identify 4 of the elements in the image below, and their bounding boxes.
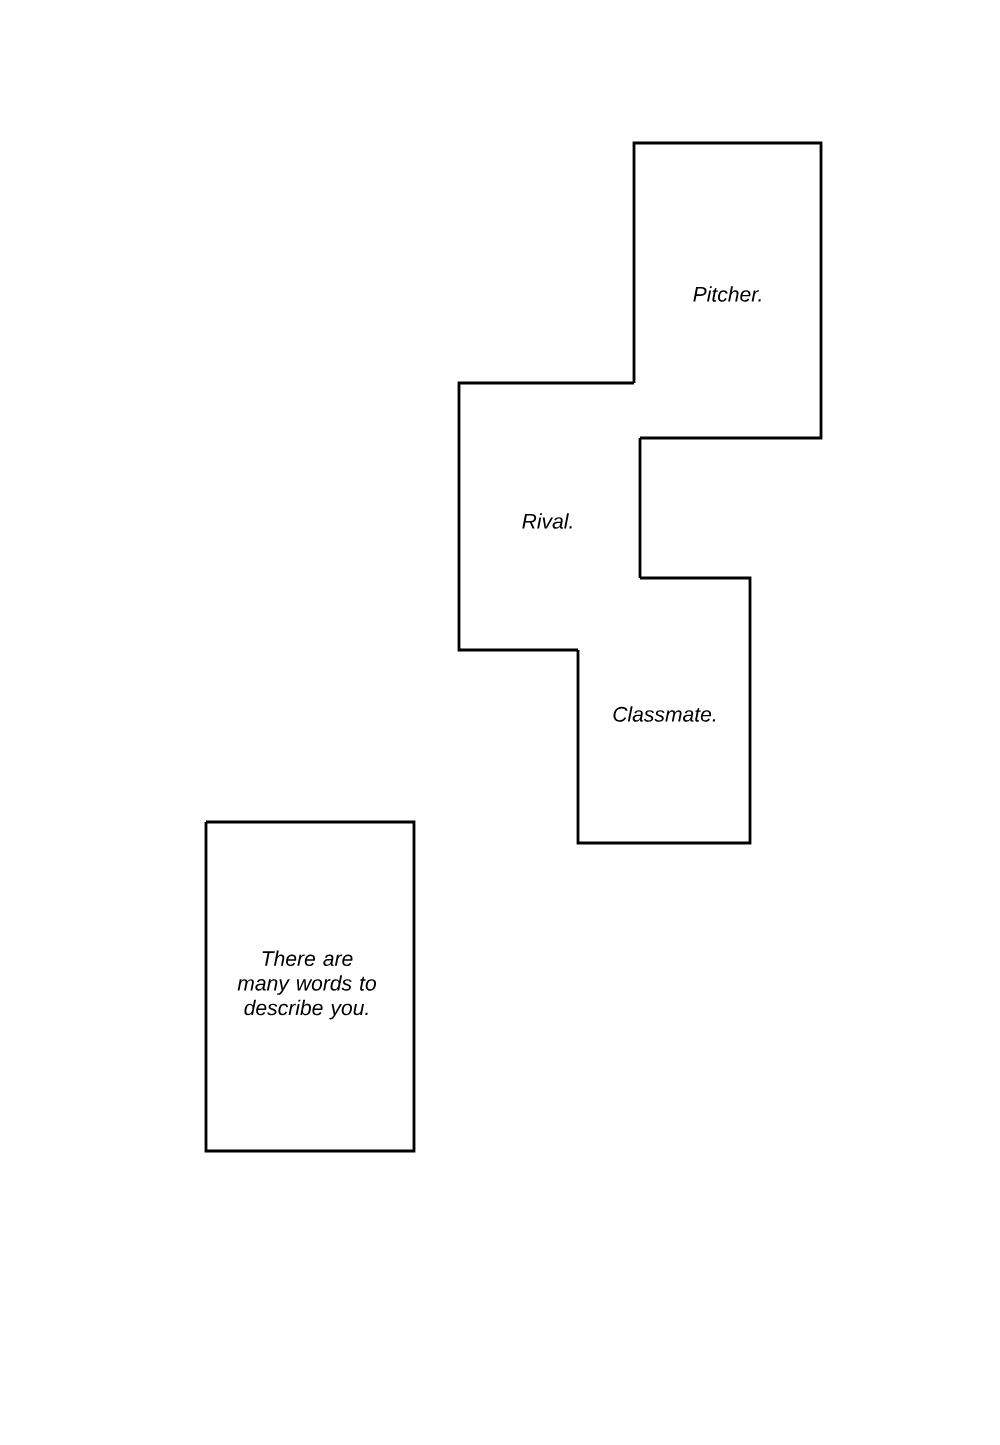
comic-panel: There are many words to describe you. — [204, 820, 416, 1153]
comic-panel: Pitcher. — [632, 141, 823, 440]
comic-panel: Rival. — [457, 381, 642, 652]
comic-panel: Classmate. — [576, 576, 752, 845]
